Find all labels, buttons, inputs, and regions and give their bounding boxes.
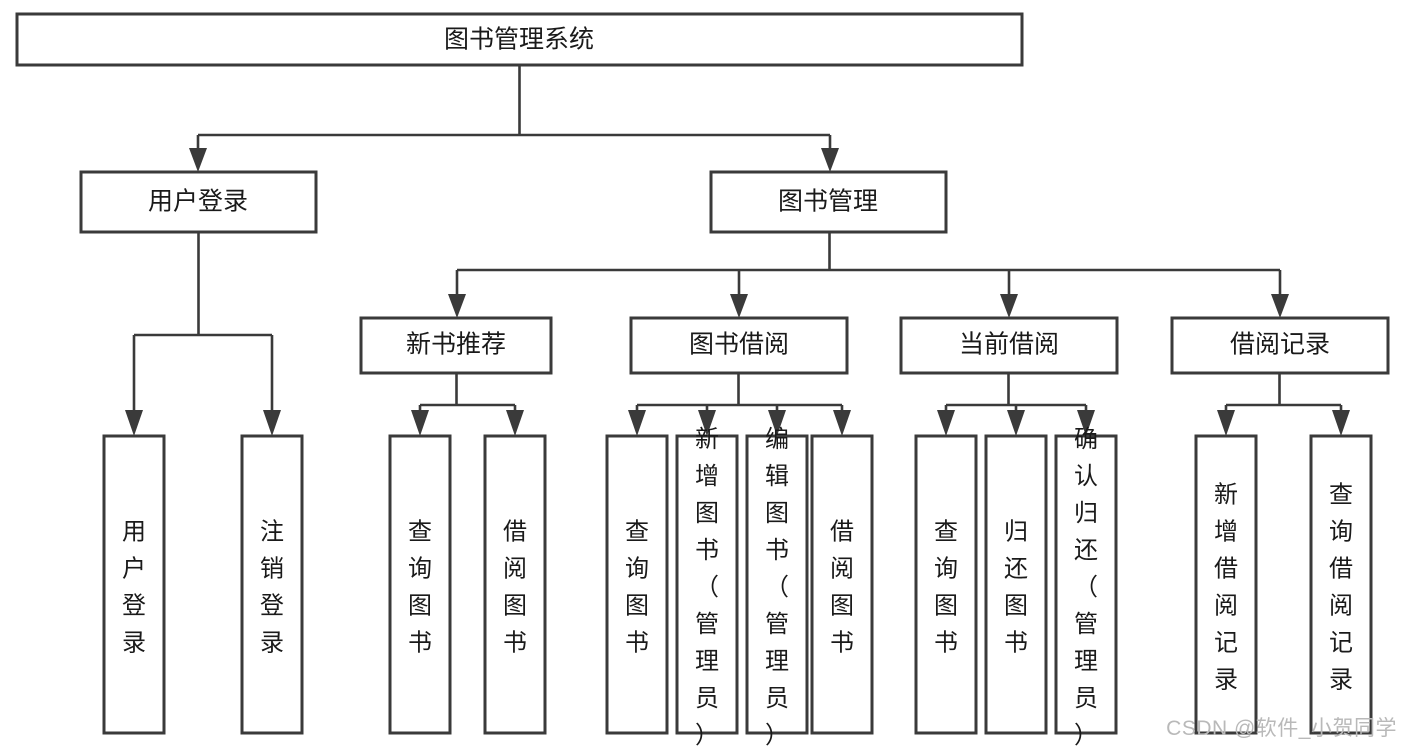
leaf-node[interactable]: 归还图书 bbox=[984, 434, 1048, 735]
leaf-node-label: 查询图书 bbox=[408, 518, 432, 656]
leaf-node-box[interactable] bbox=[388, 434, 452, 735]
leaf-node-label: 查询图书 bbox=[934, 518, 958, 656]
leaf-node-box[interactable] bbox=[810, 434, 874, 735]
node-book-management[interactable]: 图书管理 bbox=[709, 170, 948, 234]
leaf-node-layer: 用户登录 注销登录 查询图书 借阅图书 查询图书 新增图书（管理员） 编辑图书（管理员） 借阅… bbox=[102, 426, 1373, 747]
leaf-node-label: 编辑图书（管理员） bbox=[765, 426, 789, 747]
leaf-node[interactable]: 借阅图书 bbox=[810, 434, 874, 735]
node-new-book-recommend-label: 新书推荐 bbox=[406, 331, 506, 359]
leaf-node[interactable]: 新增图书（管理员） bbox=[675, 426, 739, 747]
node-borrow-record-label: 借阅记录 bbox=[1230, 331, 1330, 359]
arrow-head-leaf-query-borrow-record bbox=[1332, 410, 1350, 436]
node-borrow-record-box[interactable] bbox=[1170, 316, 1390, 375]
arrow-head-leaf-logout-login bbox=[263, 410, 281, 436]
leaf-node-label: 查询借阅记录 bbox=[1329, 481, 1353, 693]
arrow-head-leaf-add-book-admin bbox=[698, 410, 716, 436]
leaf-node-box[interactable] bbox=[1194, 434, 1258, 735]
leaf-node-label: 借阅图书 bbox=[830, 518, 854, 656]
arrow-head-leaf-confirm-return-admin bbox=[1077, 410, 1095, 436]
leaf-node-box[interactable] bbox=[1309, 434, 1373, 735]
arrow-head-book-borrow bbox=[730, 294, 748, 318]
node-user-login-label: 用户登录 bbox=[148, 188, 248, 216]
leaf-node-label: 归还图书 bbox=[1004, 518, 1028, 656]
arrow-head-leaf-return-book bbox=[1007, 410, 1025, 436]
leaf-node-label: 借阅图书 bbox=[503, 518, 527, 656]
arrow-head-leaf-user-login bbox=[125, 410, 143, 436]
arrow-head-user-login bbox=[189, 148, 207, 172]
arrow-head-leaf-borrow-book-1 bbox=[506, 410, 524, 436]
node-book-borrow[interactable]: 图书借阅 bbox=[629, 316, 849, 375]
arrow-head-leaf-borrow-book-2 bbox=[833, 410, 851, 436]
connector-layer bbox=[125, 65, 1350, 436]
node-current-borrow[interactable]: 当前借阅 bbox=[899, 316, 1119, 375]
leaf-node-box[interactable] bbox=[102, 434, 166, 735]
leaf-node-box[interactable] bbox=[483, 434, 547, 735]
leaf-node-label: 新增借阅记录 bbox=[1214, 481, 1238, 693]
leaf-node[interactable]: 查询图书 bbox=[914, 434, 978, 735]
leaf-node[interactable]: 查询图书 bbox=[605, 434, 669, 735]
watermark: CSDN @软件_小贺同学 bbox=[1166, 717, 1397, 740]
node-root-box[interactable] bbox=[15, 12, 1024, 67]
node-root[interactable]: 图书管理系统 bbox=[15, 12, 1024, 67]
leaf-node[interactable]: 查询借阅记录 bbox=[1309, 434, 1373, 735]
leaf-node[interactable]: 确认归还（管理员） bbox=[1054, 426, 1118, 747]
leaf-node[interactable]: 编辑图书（管理员） bbox=[745, 426, 809, 747]
node-book-borrow-box[interactable] bbox=[629, 316, 849, 375]
node-new-book-recommend-box[interactable] bbox=[359, 316, 553, 375]
node-user-login[interactable]: 用户登录 bbox=[79, 170, 318, 234]
node-book-management-label: 图书管理 bbox=[778, 188, 878, 216]
leaf-node-box[interactable] bbox=[984, 434, 1048, 735]
arrow-head-leaf-query-book-1 bbox=[411, 410, 429, 436]
node-book-borrow-label: 图书借阅 bbox=[689, 331, 789, 359]
leaf-node-label: 注销登录 bbox=[260, 518, 284, 656]
leaf-node-box[interactable] bbox=[605, 434, 669, 735]
leaf-node[interactable]: 新增借阅记录 bbox=[1194, 434, 1258, 735]
node-current-borrow-box[interactable] bbox=[899, 316, 1119, 375]
arrow-head-new-book-recommend bbox=[448, 294, 466, 318]
leaf-node-label: 确认归还（管理员） bbox=[1074, 426, 1098, 747]
leaf-node-label: 查询图书 bbox=[625, 518, 649, 656]
leaf-node-box[interactable] bbox=[914, 434, 978, 735]
leaf-node-box[interactable] bbox=[675, 434, 739, 735]
arrow-head-leaf-add-borrow-record bbox=[1217, 410, 1235, 436]
leaf-node[interactable]: 注销登录 bbox=[240, 434, 304, 735]
leaf-node-box[interactable] bbox=[240, 434, 304, 735]
node-book-management-box[interactable] bbox=[709, 170, 948, 234]
node-current-borrow-label: 当前借阅 bbox=[959, 331, 1059, 359]
leaf-node[interactable]: 借阅图书 bbox=[483, 434, 547, 735]
leaf-node-label: 新增图书（管理员） bbox=[695, 426, 719, 747]
arrow-head-borrow-record bbox=[1271, 294, 1289, 318]
node-root-label: 图书管理系统 bbox=[444, 26, 594, 54]
node-user-login-box[interactable] bbox=[79, 170, 318, 234]
arrow-head-leaf-query-book-3 bbox=[937, 410, 955, 436]
node-new-book-recommend[interactable]: 新书推荐 bbox=[359, 316, 553, 375]
arrow-head-book-management bbox=[821, 148, 839, 172]
leaf-node-box[interactable] bbox=[745, 434, 809, 735]
arrow-head-current-borrow bbox=[1000, 294, 1018, 318]
arrow-head-leaf-query-book-2 bbox=[628, 410, 646, 436]
leaf-node-box[interactable] bbox=[1054, 434, 1118, 735]
node-borrow-record[interactable]: 借阅记录 bbox=[1170, 316, 1390, 375]
leaf-node-label: 用户登录 bbox=[122, 518, 146, 656]
arrow-head-leaf-edit-book-admin bbox=[768, 410, 786, 436]
leaf-node[interactable]: 用户登录 bbox=[102, 434, 166, 735]
leaf-node[interactable]: 查询图书 bbox=[388, 434, 452, 735]
